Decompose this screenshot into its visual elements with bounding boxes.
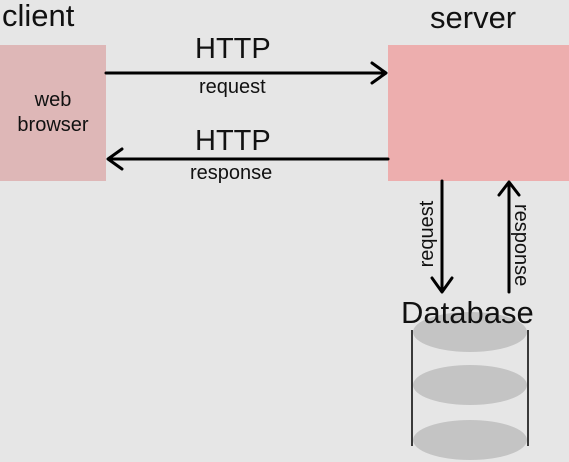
database-disk-top: [413, 312, 527, 352]
db-request-arrow: [430, 179, 454, 294]
http-request-direction: request: [199, 76, 266, 98]
client-title: client: [2, 0, 75, 33]
web-browser-label-line1: web: [34, 89, 72, 111]
http-response-arrow: [106, 147, 390, 171]
http-response-direction: response: [190, 162, 273, 184]
server-title: server: [430, 0, 517, 35]
database-icon: [411, 312, 529, 460]
http-request-protocol: HTTP: [195, 33, 271, 65]
db-response-arrow: [497, 180, 521, 294]
db-response-label: response: [510, 204, 532, 287]
database-disk-middle: [413, 365, 527, 405]
web-browser-box: web browser: [0, 45, 106, 181]
http-response-protocol: HTTP: [195, 125, 271, 157]
database-disk-bottom: [413, 420, 527, 460]
database-title: Database: [401, 295, 534, 330]
web-browser-label-line2: browser: [17, 114, 89, 136]
http-request-arrow: [104, 61, 388, 85]
db-request-label: request: [416, 200, 438, 268]
server-box: [388, 45, 569, 181]
